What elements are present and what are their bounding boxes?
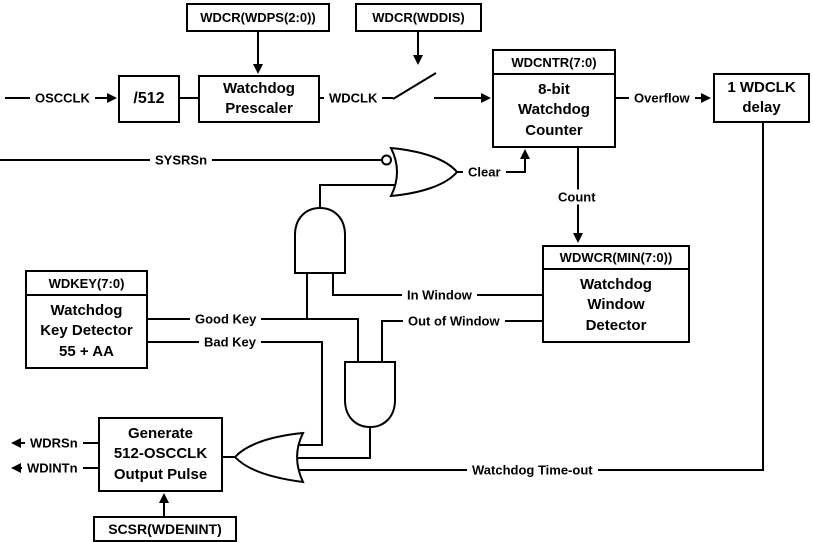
block-label-line: Detector	[585, 316, 647, 334]
register-label: WDKEY(7:0)	[27, 272, 146, 296]
block-label-line: Window	[587, 296, 645, 314]
block-wdclk-delay: 1 WDCLK delay	[713, 73, 810, 123]
block-label-line: Generate	[127, 425, 194, 443]
and1-output-wire	[319, 184, 396, 210]
arrowhead-wdrsn	[11, 438, 21, 448]
block-label-line: Prescaler	[225, 100, 293, 117]
arrowhead-count	[573, 233, 583, 243]
goodkey-inwindow-and-gate	[294, 206, 346, 274]
register-box-wdps: WDCR(WDPS(2:0))	[186, 3, 330, 32]
output-or-gate	[233, 431, 305, 484]
block-label-line: Output Pulse	[113, 465, 208, 483]
block-label-line: Key Detector	[40, 322, 133, 340]
block-label-line: Watchdog	[518, 101, 590, 119]
signal-label-oscclk: OSCCLK	[30, 90, 95, 106]
block-label-line: Watchdog	[580, 276, 652, 294]
block-label-line: 55 + AA	[59, 342, 114, 360]
block-watchdog-counter: WDCNTR(7:0) 8-bit Watchdog Counter	[492, 49, 616, 148]
signal-label-good-key: Good Key	[190, 311, 262, 327]
sysrsn-invert-bubble-icon	[381, 154, 392, 166]
block-watchdog-window-detector: WDWCR(MIN(7:0)) Watchdog Window Detector	[542, 245, 690, 343]
block-label-line: Watchdog	[50, 302, 123, 320]
block-label-line: delay	[742, 99, 781, 116]
signal-label-bad-key: Bad Key	[199, 334, 262, 350]
block-label-line: 1 WDCLK	[727, 78, 796, 96]
goodkey-outwindow-and-gate	[344, 361, 396, 429]
register-label: WDCR(WDPS(2:0))	[200, 10, 316, 25]
arrowhead-wdintn	[11, 463, 21, 473]
register-label: WDCR(WDDIS)	[372, 10, 465, 25]
block-divide-512: /512	[118, 75, 180, 123]
block-label-line: 512-OSCCLK	[113, 445, 208, 463]
arrowhead-oscclk	[107, 93, 117, 103]
arrowhead-wdps	[253, 64, 263, 74]
arrowhead-counter-in	[481, 93, 491, 103]
signal-label-watchdog-timeout: Watchdog Time-out	[467, 462, 598, 478]
signal-label-overflow: Overflow	[629, 90, 695, 106]
register-box-wddis: WDCR(WDDIS)	[355, 3, 482, 32]
arrowhead-wddis	[413, 55, 423, 65]
arrowhead-clear	[520, 149, 530, 159]
signal-label-clear: Clear	[463, 164, 506, 180]
signal-label-out-of-window: Out of Window	[403, 313, 505, 329]
block-watchdog-key-detector: WDKEY(7:0) Watchdog Key Detector 55 + AA	[25, 270, 148, 369]
register-label: WDWCR(MIN(7:0))	[544, 247, 688, 270]
signal-label-count: Count	[553, 189, 601, 205]
block-pulse-generator: Generate 512-OSCCLK Output Pulse	[98, 417, 223, 492]
block-label-line: Watchdog	[223, 79, 295, 97]
register-label: SCSR(WDENINT)	[108, 521, 222, 537]
signal-label-wdrsn: WDRSn	[25, 435, 83, 451]
and2-output-wire	[296, 427, 371, 459]
signal-label-in-window: In Window	[402, 287, 477, 303]
signal-label-wdintn: WDINTn	[22, 460, 83, 476]
block-watchdog-prescaler: Watchdog Prescaler	[198, 75, 320, 123]
block-label-line: Counter	[525, 121, 583, 139]
clear-or-gate	[389, 146, 459, 198]
signal-label-sysrsn: SYSRSn	[150, 152, 213, 168]
block-label: /512	[133, 90, 165, 107]
register-box-scsr: SCSR(WDENINT)	[93, 516, 237, 542]
arrowhead-overflow	[701, 93, 711, 103]
register-label: WDCNTR(7:0)	[494, 51, 614, 75]
signal-label-wdclk: WDCLK	[324, 90, 383, 106]
wddis-switch	[392, 72, 437, 100]
arrowhead-scsr	[159, 493, 169, 503]
watchdog-timeout-wire	[297, 123, 764, 471]
block-label-line: 8-bit	[538, 81, 570, 99]
